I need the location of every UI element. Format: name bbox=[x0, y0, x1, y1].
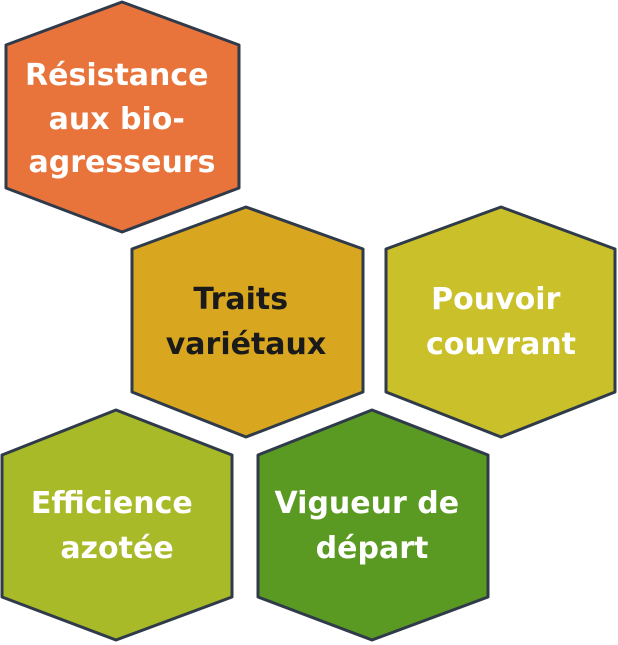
hex-vigueur-shape bbox=[256, 408, 490, 642]
hex-pouvoir-line-2: couvrant bbox=[426, 327, 576, 362]
hex-traits-text: Traits variétaux bbox=[166, 282, 327, 362]
hex-traits-shape bbox=[130, 205, 365, 439]
hex-traits: Traits variétaux bbox=[130, 205, 365, 439]
hex-pouvoir-line-1: Pouvoir bbox=[431, 282, 560, 317]
hex-resistance-line-3: agresseurs bbox=[29, 145, 216, 180]
hex-resistance-line-2: aux bio- bbox=[49, 102, 185, 137]
hex-efficience-text: Efficience azotée bbox=[31, 486, 203, 566]
hex-efficience-line-1: Efficience bbox=[31, 486, 193, 521]
hex-vigueur: Vigueur de départ bbox=[256, 408, 490, 642]
hex-resistance-text: Résistance aux bio- agresseurs bbox=[25, 58, 219, 180]
hex-efficience-shape bbox=[0, 408, 234, 642]
hex-pouvoir: Pouvoir couvrant bbox=[384, 205, 617, 439]
hex-traits-line-1: Traits bbox=[193, 282, 288, 317]
hex-resistance: Résistance aux bio- agresseurs bbox=[4, 0, 241, 234]
hex-vigueur-line-2: départ bbox=[316, 531, 429, 566]
hex-traits-line-2: variétaux bbox=[166, 327, 327, 362]
hex-pouvoir-shape bbox=[384, 205, 617, 439]
hex-vigueur-line-1: Vigueur de bbox=[274, 486, 459, 521]
hex-resistance-shape bbox=[4, 0, 241, 234]
hex-vigueur-text: Vigueur de départ bbox=[274, 486, 469, 566]
hex-resistance-line-1: Résistance bbox=[25, 58, 209, 93]
hex-pouvoir-text: Pouvoir couvrant bbox=[426, 282, 576, 362]
hex-efficience-line-2: azotée bbox=[60, 531, 173, 566]
hex-efficience: Efficience azotée bbox=[0, 408, 234, 642]
